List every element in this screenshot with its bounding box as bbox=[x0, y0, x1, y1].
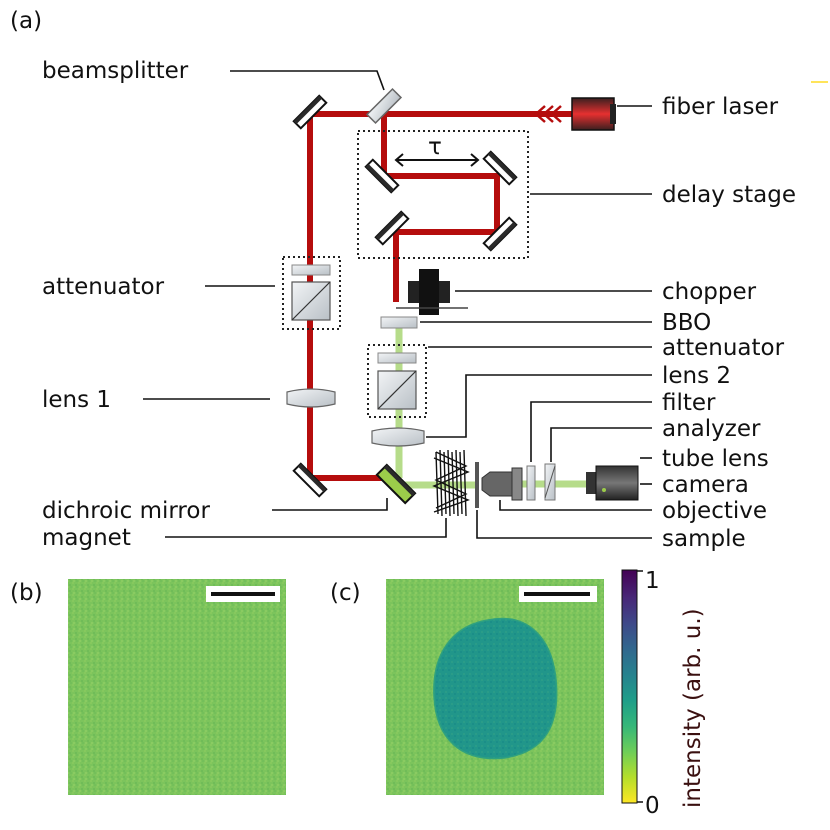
colorbar-title: intensity (arb. u.) bbox=[680, 608, 706, 808]
attenuator-right-cube bbox=[377, 370, 417, 410]
mirror-delay-2 bbox=[482, 150, 518, 186]
scale-bar-b bbox=[211, 592, 275, 596]
colorbar-max-label: 1 bbox=[645, 568, 660, 594]
beamsplitter-optic bbox=[365, 87, 403, 125]
attenuator-right-waveplate bbox=[377, 352, 417, 364]
scale-bar-c bbox=[524, 592, 590, 596]
label-magnet: magnet bbox=[42, 525, 131, 551]
label-beamsplitter: beamsplitter bbox=[42, 58, 189, 84]
label-lens-1: lens 1 bbox=[42, 387, 111, 413]
beam-direction-arrows bbox=[534, 105, 562, 123]
label-objective: objective bbox=[662, 498, 767, 524]
label-attenuator-right: attenuator bbox=[662, 335, 785, 361]
filter-optic bbox=[526, 465, 536, 501]
sample-plate bbox=[475, 462, 479, 508]
objective-lens bbox=[481, 467, 523, 501]
mirror-bottom-left bbox=[292, 462, 328, 498]
label-dichroic-mirror: dichroic mirror bbox=[42, 498, 210, 524]
colorbar: 1 0 intensity (arb. u.) bbox=[621, 568, 706, 819]
attenuator-left-cube bbox=[291, 281, 331, 321]
analyzer-optic bbox=[544, 463, 556, 501]
dichroic-mirror-optic bbox=[375, 463, 417, 505]
label-filter: filter bbox=[662, 390, 716, 416]
label-tube-lens: tube lens bbox=[662, 446, 769, 472]
colorbar-gradient bbox=[621, 569, 638, 804]
image-panel-b bbox=[68, 579, 286, 795]
leader-lines bbox=[143, 70, 652, 539]
label-fiber-laser: fiber laser bbox=[662, 94, 779, 120]
colorbar-min-label: 0 bbox=[645, 793, 660, 819]
mirror-delay-3 bbox=[482, 216, 518, 252]
mirror-delay-1 bbox=[364, 158, 400, 194]
image-panel-c bbox=[386, 579, 604, 795]
magnet-coil bbox=[432, 449, 470, 517]
attenuator-left-waveplate bbox=[291, 264, 331, 276]
magnetic-domain bbox=[433, 617, 558, 760]
mirror-delay-4 bbox=[374, 210, 410, 246]
delay-stage-box bbox=[357, 130, 529, 259]
label-delay-stage: delay stage bbox=[662, 182, 796, 208]
tau-double-arrow bbox=[394, 153, 480, 167]
tube-lens-camera bbox=[586, 465, 639, 501]
attenuator-left-box bbox=[282, 256, 341, 330]
label-analyzer: analyzer bbox=[662, 416, 761, 442]
label-chopper: chopper bbox=[662, 279, 757, 305]
label-camera: camera bbox=[662, 472, 749, 498]
label-attenuator-left: attenuator bbox=[42, 274, 165, 300]
panel-label-a: (a) bbox=[10, 8, 42, 34]
tau-label: τ bbox=[428, 134, 442, 160]
label-lens-2: lens 2 bbox=[662, 363, 731, 389]
chopper-device bbox=[396, 269, 468, 315]
panel-label-c: (c) bbox=[330, 580, 361, 606]
fiber-laser bbox=[571, 97, 616, 131]
bbo-crystal bbox=[380, 316, 418, 329]
label-sample: sample bbox=[662, 526, 746, 552]
lens-2-optic bbox=[371, 427, 425, 447]
mirror-top-left bbox=[292, 94, 328, 130]
lens-1-optic bbox=[286, 388, 336, 408]
label-bbo: BBO bbox=[662, 310, 711, 336]
panel-label-b: (b) bbox=[10, 580, 43, 606]
